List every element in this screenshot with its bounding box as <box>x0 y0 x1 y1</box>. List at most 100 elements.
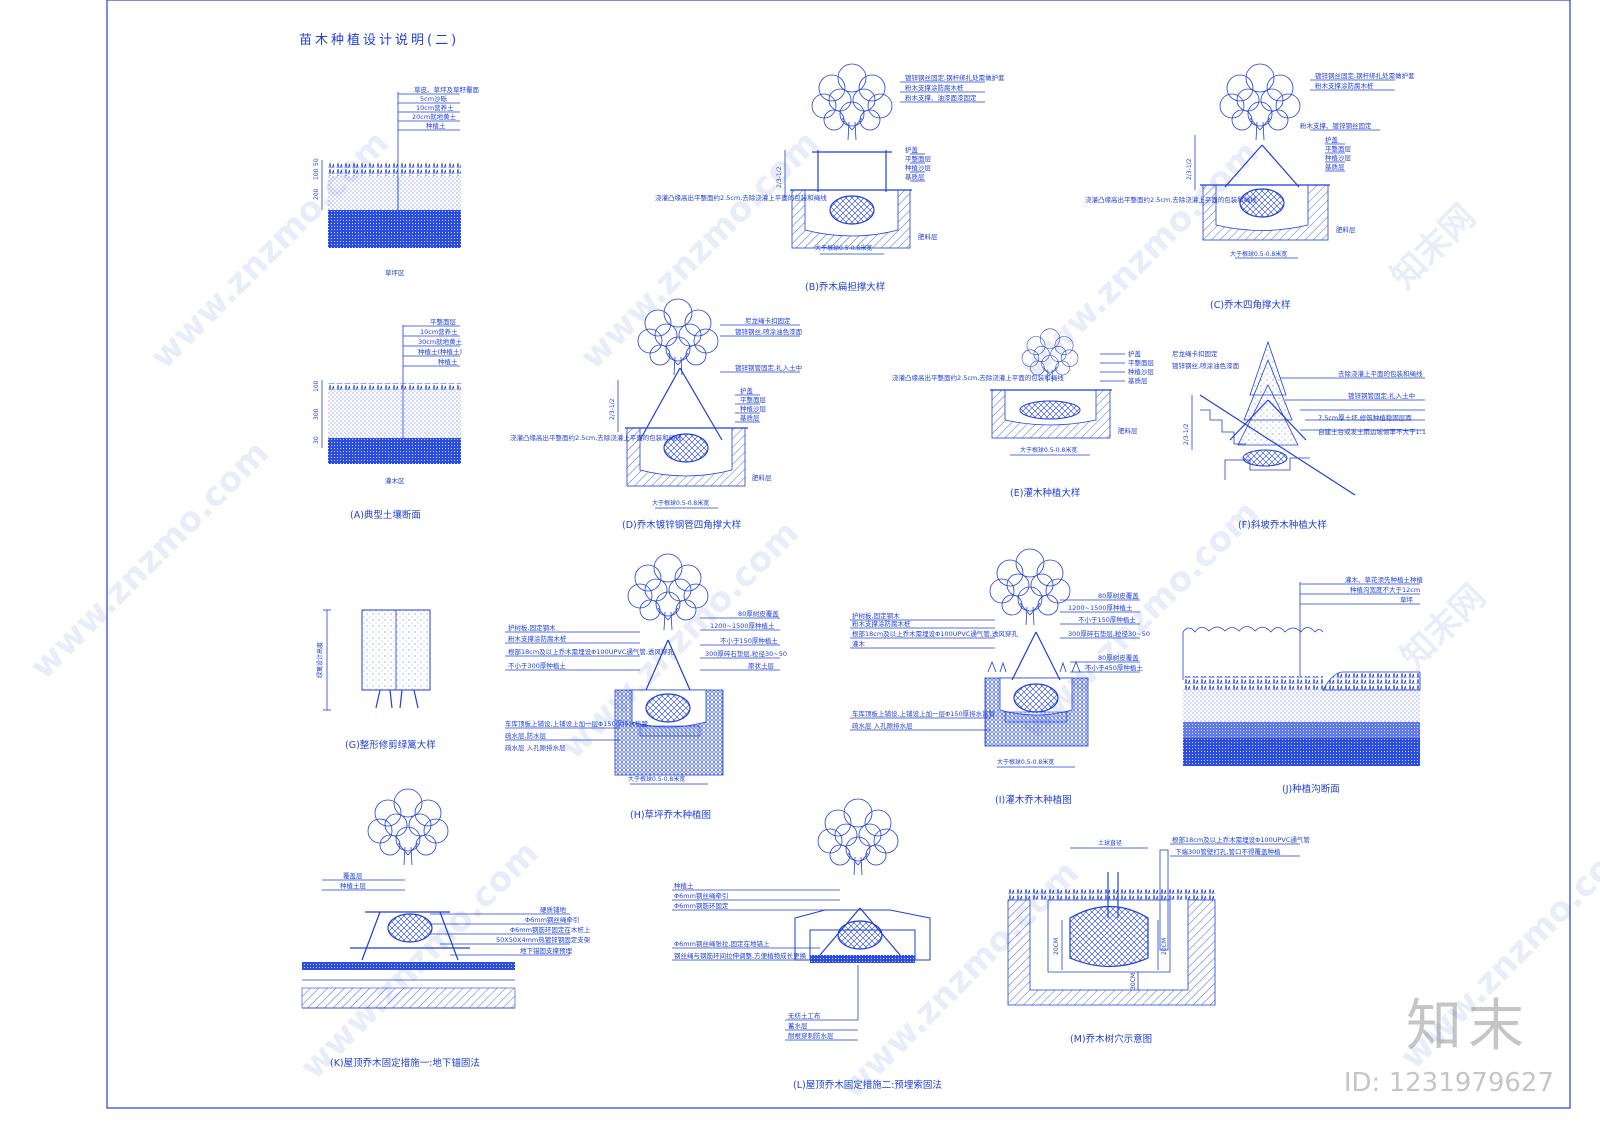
detail-e-caption: (E)灌木种植大样 <box>1010 487 1080 499</box>
detail-h-label-2: 粉木支撑涂防腐木桩 <box>508 634 567 643</box>
detail-d-label-5: 平整面层 <box>740 395 767 404</box>
detail-b-label-1: 镀锌钢丝固定,钢杆绑扎处需做护套 <box>905 73 1005 82</box>
detail-j-caption: (J)种植沟断面 <box>1282 783 1340 795</box>
detail-c-label-3: 粉木支撑、镀锌钢丝固定 <box>1300 121 1372 130</box>
detail-i-rlabel-4: 300厚碎石垫层,粒径30~50 <box>1068 629 1150 638</box>
detail-i: 护树板,固定钢木 粉木支撑涂防腐木桩 根部18cm及以上乔木需埋设Φ100UPV… <box>850 548 1150 806</box>
detail-c-note: 浇灌凸缘高出平整面约2.5cm,去除浇灌上平面的包装和绳线 <box>1085 195 1257 204</box>
detail-l: 种植土 Φ6mm钢丝绳牵引 Φ6mm钢筋环固定 Φ6mm钢丝绳张拉,固定在地锚上… <box>672 798 942 1091</box>
detail-m-label-2: 下端300管壁打孔,管口不得覆盖种植 <box>1175 847 1281 856</box>
detail-e: 护盖 平整面层 种植沙层 基质层 浇灌凸缘高出平整面约2.5cm,去除浇灌上平面… <box>892 328 1155 499</box>
detail-a-shrub-label-3: 30cm就地黄土 <box>418 337 463 346</box>
detail-a-lawn-label-3: 10cm营养土 <box>416 103 454 112</box>
detail-d-label-3: 镀锌钢管固定,扎入土中 <box>735 363 802 372</box>
detail-f: 尼龙绳卡扣固定 镀锌钢丝,喷涂油色漆面 去除浇灌上平面的包装和绳线 镀锌钢管固定… <box>1172 340 1426 531</box>
detail-i-rlabel-3: 不小于150厚种植土 <box>1078 615 1136 624</box>
detail-f-vdim: 2/3-1/2 <box>1183 423 1190 445</box>
detail-i-rlabel-6: 不小于450厚种植土 <box>1085 663 1143 672</box>
detail-c-label-1: 镀锌钢丝固定,钢杆绑扎处需做护套 <box>1315 71 1415 80</box>
detail-h-rlabel-5: 原状土层 <box>748 661 775 670</box>
detail-e-label-4: 基质层 <box>1128 376 1148 385</box>
detail-h-label-4: 不小于300厚种植土 <box>508 661 566 670</box>
detail-h-rlabel-1: 80厚树皮覆盖 <box>738 609 779 618</box>
detail-a-shrub-dim-2: 300 <box>313 408 320 420</box>
detail-a-lawn-label-4: 20cm就地黄土 <box>412 112 457 121</box>
detail-d-label-7: 基质层 <box>740 413 760 422</box>
detail-f-label-1: 尼龙绳卡扣固定 <box>1172 349 1218 358</box>
detail-c: 镀锌钢丝固定,钢杆绑扎处需做护套 粉木支撑涂防腐木桩 粉木支撑、镀锌钢丝固定 护… <box>1085 63 1415 311</box>
detail-a-lawn-label-1: 草皮、草坪及草籽覆面 <box>414 85 480 94</box>
detail-j: 灌木、草花须先种植土种植 种植沟宽度不大于12cm 草坪 (J)种植沟断面 <box>1182 575 1424 795</box>
detail-a-shrub: 平整面层 10cm营养土 30cm就地黄土 种植土(种植土) 种植土 100 3… <box>313 317 463 485</box>
detail-i-label-4: 灌木 <box>852 639 866 648</box>
detail-e-dim: 大于根球0.5-0.8米宽 <box>1020 446 1077 454</box>
detail-c-label-5: 平整面层 <box>1325 144 1352 153</box>
detail-d-note: 浇灌凸缘高出平整面约2.5cm,去除浇灌上平面的包装和绳线 <box>510 433 682 442</box>
detail-c-label-2: 粉木支撑涂防腐木桩 <box>1315 81 1374 90</box>
detail-g: 绿篱设计高度 (G)整形修剪绿篱大样 <box>316 609 436 751</box>
detail-a-caption: (A)典型土壤断面 <box>350 509 421 521</box>
detail-e-label-3: 种植沙层 <box>1128 367 1155 376</box>
detail-b-note: 浇灌凸缘高出平整面约2.5cm,去除浇灌上平面的包装和绳线 <box>655 193 827 202</box>
detail-i-rlabel-2: 1200~1500厚种植土 <box>1068 603 1133 612</box>
brand-logo: 知末 <box>1406 994 1530 1059</box>
detail-a-shrub-label-2: 10cm营养土 <box>420 327 458 336</box>
detail-c-caption: (C)乔木四角撑大样 <box>1210 299 1291 311</box>
detail-b-label-2: 粉木支撑涂防腐木桩 <box>905 83 964 92</box>
detail-c-label-4: 护盖 <box>1325 135 1339 144</box>
detail-a-lawn-label-5: 种植土 <box>426 121 446 130</box>
detail-b-side: 肥料层 <box>918 232 938 241</box>
detail-h-bottom-2: 疏水层,防水层 <box>505 731 547 740</box>
detail-c-dim: 大于根球0.5-0.8米宽 <box>1230 250 1287 258</box>
detail-l-bottom-1: 无纺土工布 <box>788 1011 821 1020</box>
detail-h: 护树板,固定钢木 粉木支撑涂防腐木桩 根部18cm及以上乔木需埋设Φ100UPV… <box>505 553 787 821</box>
sheet-title: 苗木种植设计说明(二) <box>299 33 459 48</box>
detail-k-rlabel-4: 50X50X4mm热镀锌钢固定支架 <box>496 935 591 944</box>
detail-f-caption: (F)斜坡乔木种植大样 <box>1238 519 1327 531</box>
detail-l-caption: (L)屋顶乔木固定措施二:预埋索固法 <box>793 1079 942 1091</box>
detail-k-rlabel-1: 硬质铺地 <box>540 905 567 914</box>
detail-i-caption: (I)灌木乔木种植图 <box>995 794 1072 806</box>
detail-b-dim: 大于根球0.5-0.8米宽 <box>815 244 872 252</box>
detail-a-shrub-label-1: 平整面层 <box>430 317 457 326</box>
detail-i-rlabel-1: 80厚树皮覆盖 <box>1098 591 1139 600</box>
detail-m-dim-2: 20CM <box>1161 938 1168 955</box>
detail-i-dim: 大于根球0.5-0.8米宽 <box>997 758 1054 766</box>
detail-m: 土球直径 根部18cm及以上乔木需埋设Φ100UPVC通气管 下端300管壁打孔… <box>1007 835 1310 1045</box>
detail-m-caption: (M)乔木树穴示意图 <box>1070 1033 1152 1045</box>
detail-b-vdim: 2/3-1/2 <box>776 166 783 188</box>
detail-b-label-5: 平整面层 <box>905 154 932 163</box>
detail-a-lawn: 草皮、草坪及草籽覆面 5cm沙砾 10cm营养土 20cm就地黄土 种植土 50… <box>313 85 480 277</box>
detail-a-lawn-subtitle: 草坪区 <box>385 268 405 277</box>
detail-f-label-4: 镀锌钢管固定,扎入土中 <box>1348 391 1415 400</box>
detail-a-lawn-label-2: 5cm沙砾 <box>420 95 448 103</box>
detail-m-label-1: 根部18cm及以上乔木需埋设Φ100UPVC通气管 <box>1172 835 1310 844</box>
detail-h-rlabel-3: 不小于150厚种植土 <box>720 636 778 645</box>
detail-g-caption: (G)整形修剪绿篱大样 <box>345 739 436 751</box>
detail-d-caption: (D)乔木镀锌钢管四角撑大样 <box>622 519 741 531</box>
detail-l-label-1: 种植土 <box>674 881 694 890</box>
detail-c-side: 肥料层 <box>1336 225 1356 234</box>
detail-m-dim-3: 30CM <box>1130 973 1137 990</box>
detail-e-side: 肥料层 <box>1118 426 1138 435</box>
detail-h-label-3: 根部18cm及以上乔木需埋设Φ100UPVC通气管,透风穿孔 <box>508 647 674 656</box>
detail-l-label2-1: Φ6mm钢丝绳张拉,固定在地锚上 <box>674 939 770 948</box>
detail-b-label-7: 基质层 <box>905 172 925 181</box>
detail-h-dim: 大于根球0.5-0.8米宽 <box>628 775 685 783</box>
detail-b-label-3: 粉木支撑、油漆面漆固定 <box>905 93 977 102</box>
detail-b-label-6: 种植沙层 <box>905 163 932 172</box>
detail-d-label-6: 种植沙层 <box>740 404 767 413</box>
detail-e-label-1: 护盖 <box>1128 349 1142 358</box>
detail-i-label-1: 护树板,固定钢木 <box>852 611 900 620</box>
detail-k-label-2: 种植土层 <box>340 881 367 890</box>
detail-f-label-3: 去除浇灌上平面的包装和绳线 <box>1338 369 1423 378</box>
detail-k-rlabel-2: Φ6mm钢丝绳牵引 <box>525 915 579 924</box>
detail-h-label-1: 护树板,固定钢木 <box>508 623 556 632</box>
detail-l-bottom-2: 蓄水层 <box>788 1021 808 1030</box>
detail-d-side: 肥料层 <box>752 473 772 482</box>
detail-j-label-2: 种植沟宽度不大于12cm <box>1350 585 1420 594</box>
detail-e-label-2: 平整面层 <box>1128 358 1155 367</box>
image-id: ID: 1231979627 <box>1343 1068 1554 1098</box>
detail-a-shrub-label-4: 种植土(种植土) <box>418 347 462 356</box>
detail-i-bottom-1: 车库顶板上铺设,上铺设上加一层Φ150厚排水盲管 <box>852 709 996 718</box>
